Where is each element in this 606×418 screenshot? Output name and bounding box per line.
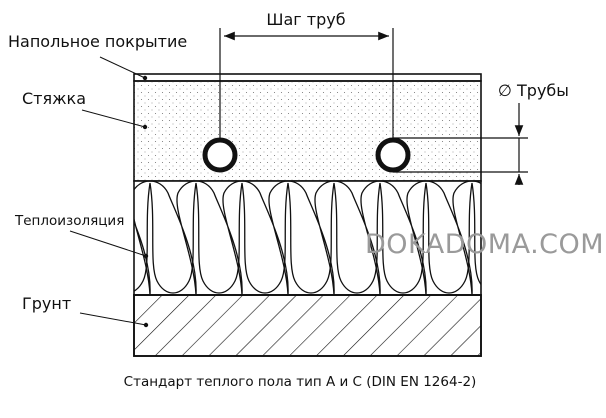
insulation-leader [69,230,149,259]
pipe-diameter-dimension [393,103,528,185]
floor-covering-layer [133,73,482,82]
floor-covering-label: Напольное покрытие [8,32,187,51]
heating-pipe-left [202,137,238,173]
pipe-pitch-dimension [219,28,394,140]
insulation-label: Теплоизоляция [14,213,124,229]
ground-label: Грунт [22,294,71,313]
caption: Стандарт теплого пола тип А и С (DIN EN … [124,374,477,390]
screed-layer [133,80,482,182]
floor-covering-leader [99,56,148,81]
ground-layer [133,294,482,357]
heating-pipe-right [375,137,411,173]
screed-leader [81,109,148,130]
pipe-diameter-label: ∅ Трубы [498,81,569,100]
insulation-wave-lines-inverted [134,182,481,294]
insulation-pattern [134,181,481,295]
watermark: DOKADOMA.COM [365,229,604,260]
ground-leader [79,312,149,328]
pipe-pitch-label: Шаг труб [266,10,345,29]
screed-label: Стяжка [22,89,86,108]
